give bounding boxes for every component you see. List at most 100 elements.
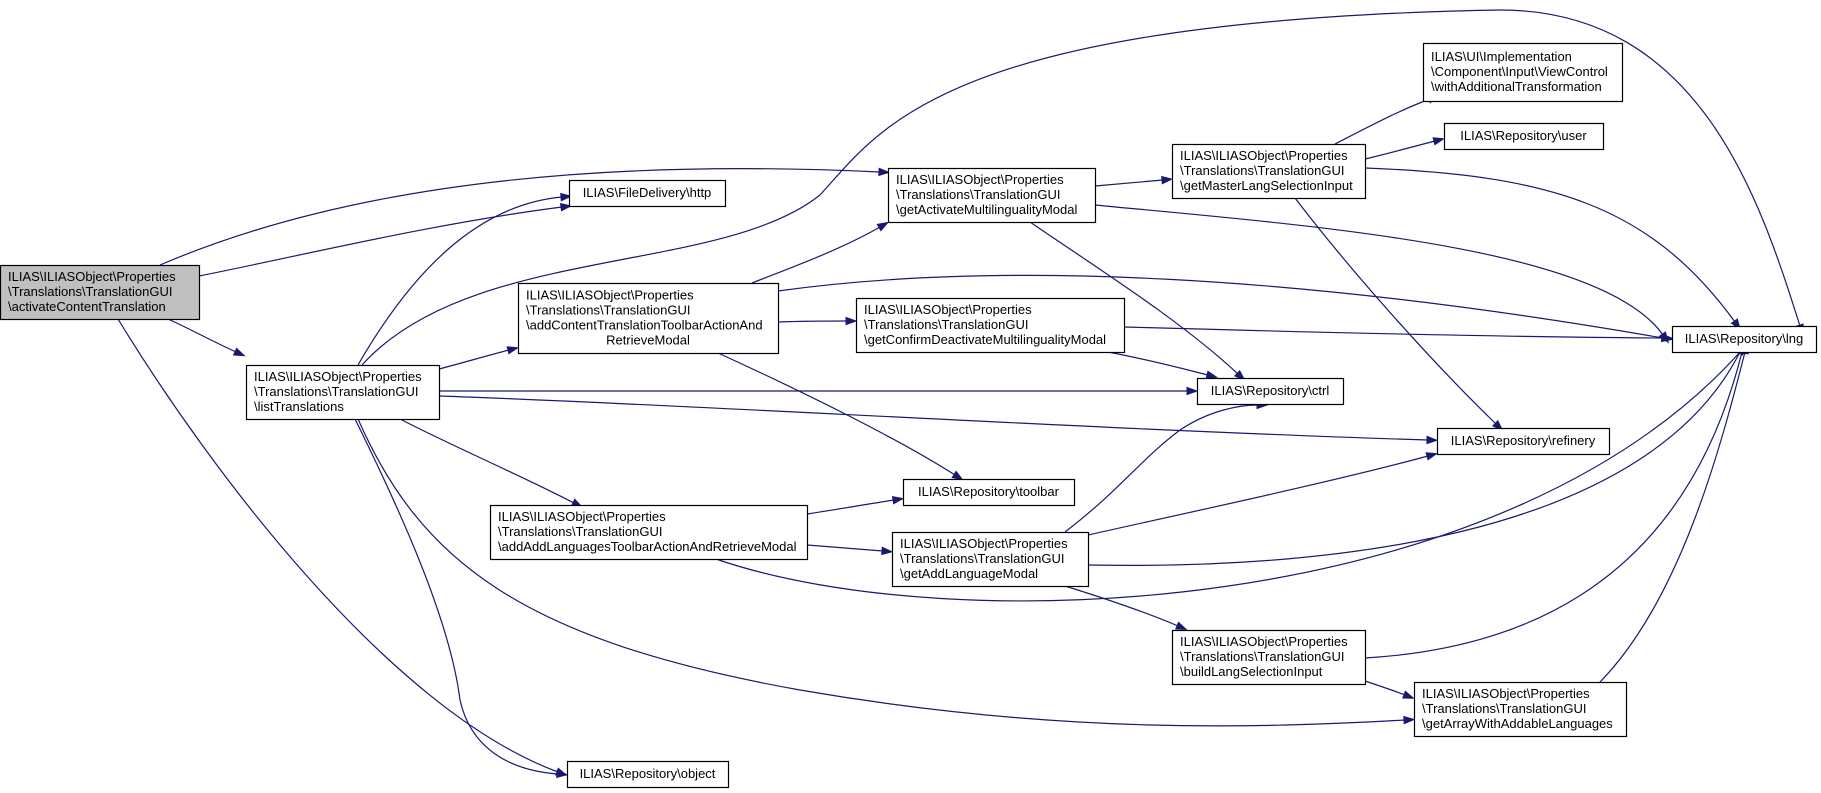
node-box	[1171, 143, 1367, 200]
edge-getActivateMultilingualityModal-to-lng	[1094, 204, 1670, 344]
node-activateContentTranslation[interactable]: ILIAS\ILIASObject\Properties\Translation…	[0, 264, 201, 321]
edges-layer	[117, 9, 1804, 779]
edge-line	[777, 320, 848, 323]
edge-line	[1123, 326, 1664, 339]
edge-line	[1064, 404, 1259, 533]
node-toolbar[interactable]: ILIAS\Repository\toolbar	[902, 478, 1076, 507]
edge-line	[167, 318, 237, 353]
node-object[interactable]: ILIAS\Repository\object	[566, 760, 730, 789]
edge-addContentTranslationToolbarActionAndRetrieveModal-to-getConfirmDeactivateMultilingualityModal	[777, 316, 858, 326]
node-label-line: ILIAS\ILIASObject\Properties	[1180, 634, 1348, 649]
edge-getAddLanguageModal-to-lng	[1087, 342, 1745, 566]
node-label-line: \Translations\TranslationGUI	[498, 524, 663, 539]
node-lng[interactable]: ILIAS\Repository\lng	[1671, 325, 1818, 354]
arrowhead-icon	[1425, 452, 1439, 461]
edge-line	[1364, 351, 1743, 659]
edge-line	[159, 168, 881, 266]
edge-getConfirmDeactivateMultilingualityModal-to-lng	[1123, 326, 1674, 343]
node-label-line: \listTranslations	[254, 399, 344, 414]
node-refinery[interactable]: ILIAS\Repository\refinery	[1436, 427, 1611, 456]
node-buildLangSelectionInput[interactable]: ILIAS\ILIASObject\Properties\Translation…	[1171, 629, 1367, 686]
arrowhead-icon	[1426, 435, 1439, 445]
node-box	[887, 167, 1097, 224]
node-getActivateMultilingualityModal[interactable]: ILIAS\ILIASObject\Properties\Translation…	[887, 167, 1097, 224]
node-getConfirmDeactivateMultilingualityModal[interactable]: ILIAS\ILIASObject\Properties\Translation…	[855, 297, 1126, 354]
edge-line	[1064, 585, 1179, 627]
edge-activateContentTranslation-to-listTranslations	[167, 318, 246, 357]
edge-line	[1294, 197, 1497, 425]
arrowhead-icon	[1432, 137, 1446, 146]
arrowhead-icon	[1161, 175, 1174, 185]
node-box	[1413, 681, 1628, 738]
node-getMasterLangSelectionInput[interactable]: ILIAS\ILIASObject\Properties\Translation…	[1171, 143, 1367, 200]
edge-line	[438, 395, 1429, 441]
arrowhead-icon	[506, 346, 520, 355]
node-getAddLanguageModal[interactable]: ILIAS\ILIASObject\Properties\Translation…	[891, 531, 1090, 588]
edge-line	[361, 9, 1801, 366]
edge-line	[1107, 351, 1209, 376]
edge-listTranslations-to-addAddLanguagesToolbarActionAndRetrieveModal	[399, 418, 584, 508]
edge-line	[1599, 351, 1746, 683]
node-label-line: ILIAS\ILIASObject\Properties	[254, 369, 422, 384]
node-label-line: \getActivateMultilingualityModal	[896, 202, 1077, 217]
node-label-line: ILIAS\ILIASObject\Properties	[900, 536, 1068, 551]
node-label-line: \getArrayWithAddableLanguages	[1422, 716, 1613, 731]
arrowhead-icon	[232, 347, 246, 357]
node-label-line: \buildLangSelectionInput	[1180, 664, 1323, 679]
node-label-line: ILIAS\ILIASObject\Properties	[1422, 686, 1590, 701]
node-addContentTranslationToolbarActionAndRetrieveModal[interactable]: ILIAS\ILIASObject\Properties\Translation…	[517, 282, 780, 355]
node-label-line: \withAdditionalTransformation	[1431, 79, 1602, 94]
node-label-line: ILIAS\Repository\lng	[1685, 331, 1804, 346]
node-box	[517, 282, 780, 355]
node-label-line: \Translations\TranslationGUI	[900, 551, 1065, 566]
arrowhead-icon	[951, 470, 964, 481]
node-label-line: \addAddLanguagesToolbarActionAndRetrieve…	[498, 539, 797, 554]
edge-line	[1364, 167, 1736, 323]
arrowhead-icon	[891, 495, 905, 505]
edge-getActivateMultilingualityModal-to-getMasterLangSelectionInput	[1094, 175, 1174, 187]
node-label-line: ILIAS\ILIASObject\Properties	[526, 288, 694, 303]
arrowhead-icon	[1402, 690, 1415, 699]
node-getArrayWithAddableLanguages[interactable]: ILIAS\ILIASObject\Properties\Translation…	[1413, 681, 1628, 738]
arrowhead-icon	[556, 769, 569, 779]
node-label-line: \getConfirmDeactivateMultilingualityModa…	[864, 332, 1106, 347]
node-label-line: ILIAS\Repository\user	[1460, 128, 1587, 143]
node-label-line: \getAddLanguageModal	[900, 566, 1038, 581]
node-box	[1671, 325, 1818, 354]
edge-line	[357, 418, 1406, 727]
node-ctrl[interactable]: ILIAS\Repository\ctrl	[1196, 377, 1345, 406]
node-withAdditionalTransformation[interactable]: ILIAS\UI\Implementation\Component\Input\…	[1422, 42, 1624, 103]
edge-line	[1094, 204, 1664, 336]
edge-addAddLanguagesToolbarActionAndRetrieveModal-to-getAddLanguageModal	[806, 544, 894, 556]
node-box	[902, 478, 1076, 507]
node-label-line: \Translations\TranslationGUI	[1180, 163, 1345, 178]
node-box	[0, 264, 201, 321]
node-listTranslations[interactable]: ILIAS\ILIASObject\Properties\Translation…	[245, 364, 441, 421]
arrowhead-icon	[560, 192, 573, 202]
node-addAddLanguagesToolbarActionAndRetrieveModal[interactable]: ILIAS\ILIASObject\Properties\Translation…	[489, 504, 809, 561]
edge-line	[1087, 455, 1429, 536]
node-label-line: \activateContentTranslation	[8, 299, 166, 314]
edge-line	[806, 544, 884, 552]
node-label-line: \Translations\TranslationGUI	[254, 384, 419, 399]
node-http[interactable]: ILIAS\FileDelivery\http	[568, 179, 727, 208]
node-label-line: \Translations\TranslationGUI	[1180, 649, 1345, 664]
edge-activateContentTranslation-to-getActivateMultilingualityModal	[159, 167, 891, 266]
edge-line	[717, 352, 956, 476]
edge-buildLangSelectionInput-to-lng	[1364, 341, 1746, 659]
edge-line	[1364, 680, 1406, 696]
arrowhead-icon	[1661, 333, 1674, 343]
arrowhead-icon	[1186, 386, 1199, 396]
arrowhead-icon	[878, 167, 891, 177]
node-box	[855, 297, 1126, 354]
node-user[interactable]: ILIAS\Repository\user	[1443, 122, 1605, 151]
node-box	[1443, 122, 1605, 151]
node-box	[1436, 427, 1611, 456]
node-box	[568, 179, 727, 208]
edge-listTranslations-to-getArrayWithAddableLanguages	[357, 418, 1416, 727]
edge-line	[357, 196, 563, 366]
edge-addAddLanguagesToolbarActionAndRetrieveModal-to-toolbar	[806, 495, 905, 515]
edge-line	[806, 499, 895, 515]
edge-getMasterLangSelectionInput-to-withAdditionalTransformation	[1334, 95, 1440, 145]
